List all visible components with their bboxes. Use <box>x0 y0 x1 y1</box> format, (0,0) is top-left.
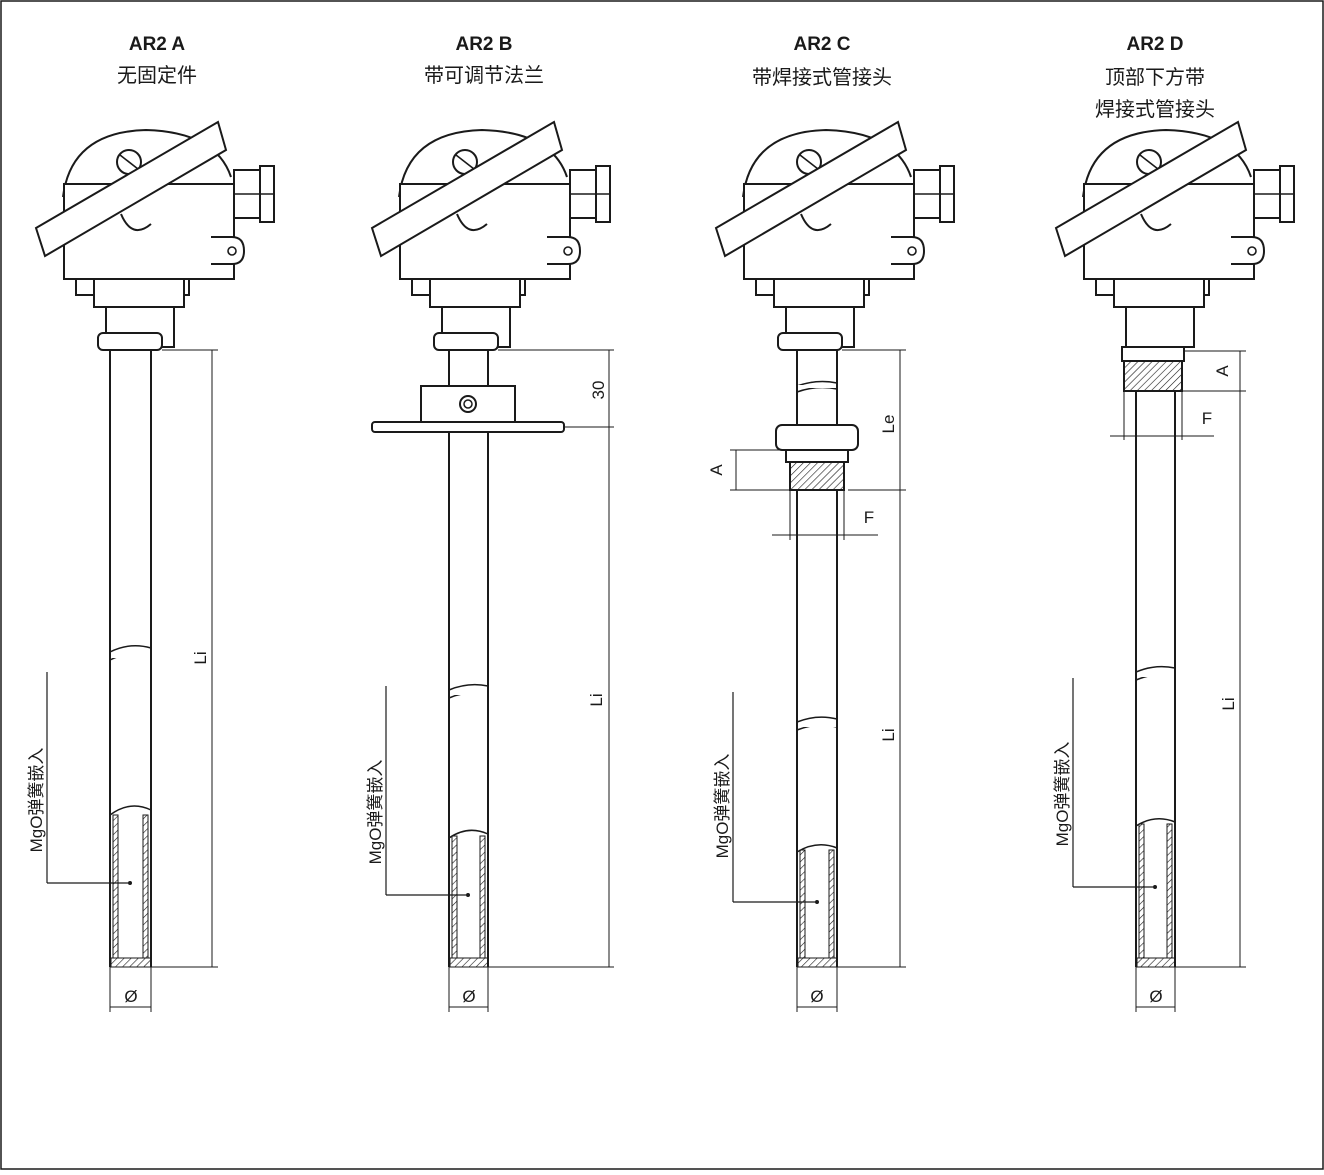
variant-ar2-b: AR2 B 带可调节法兰 MgO弹簧嵌入 30 <box>366 34 614 1012</box>
weld-fitting-thread <box>789 461 845 491</box>
variant-subtitle-line-1: 顶部下方带 <box>1105 66 1205 89</box>
extension-dim-label: Le <box>879 415 898 434</box>
variant-code: AR2 D <box>1126 34 1183 55</box>
f-dim-label: F <box>864 508 874 527</box>
variant-ar2-a: AR2 A 无固定件 MgO弹簧嵌入 Li Ø <box>27 34 275 1012</box>
a-dim-label: A <box>707 464 726 476</box>
variant-ar2-c: AR2 C 带焊接式管接头 MgO弹簧嵌入 A <box>707 34 955 1012</box>
length-dim-label: Li <box>879 728 898 741</box>
insert-label: MgO弹簧嵌入 <box>713 754 732 859</box>
hex-nut <box>777 332 843 351</box>
diameter-dim-label: Ø <box>1149 987 1162 1006</box>
weld-nut <box>775 424 859 451</box>
insert-label: MgO弹簧嵌入 <box>366 760 385 865</box>
length-dim-label: Li <box>191 651 210 664</box>
length-dim-label: Li <box>1219 697 1238 710</box>
a-dim-label: A <box>1213 365 1232 377</box>
flange-offset-dim-label: 30 <box>589 381 608 400</box>
f-dim-label: F <box>1202 409 1212 428</box>
insert-label: MgO弹簧嵌入 <box>27 748 46 853</box>
diameter-dim-label: Ø <box>124 987 137 1006</box>
diameter-dim-label: Ø <box>462 987 475 1006</box>
variant-ar2-d: AR2 D 顶部下方带 焊接式管接头 MgO弹簧嵌入 A F <box>1053 34 1295 1012</box>
length-dim-label: Li <box>587 693 606 706</box>
weld-fitting-thread <box>1123 360 1183 392</box>
variant-subtitle: 无固定件 <box>117 64 197 87</box>
connection-head-icon <box>35 121 275 348</box>
variant-subtitle: 带可调节法兰 <box>424 64 544 87</box>
hex-nut <box>97 332 163 351</box>
variant-code: AR2 A <box>129 34 186 55</box>
hex-nut <box>433 332 499 351</box>
variant-subtitle: 带焊接式管接头 <box>752 66 892 89</box>
variant-code: AR2 C <box>793 34 850 55</box>
connection-head-icon <box>715 121 955 348</box>
connection-head-icon <box>371 121 611 348</box>
variant-subtitle-line-2: 焊接式管接头 <box>1095 98 1215 121</box>
connection-head-icon <box>1055 121 1295 348</box>
variant-code: AR2 B <box>455 34 512 55</box>
insert-label: MgO弹簧嵌入 <box>1053 742 1072 847</box>
diameter-dim-label: Ø <box>810 987 823 1006</box>
